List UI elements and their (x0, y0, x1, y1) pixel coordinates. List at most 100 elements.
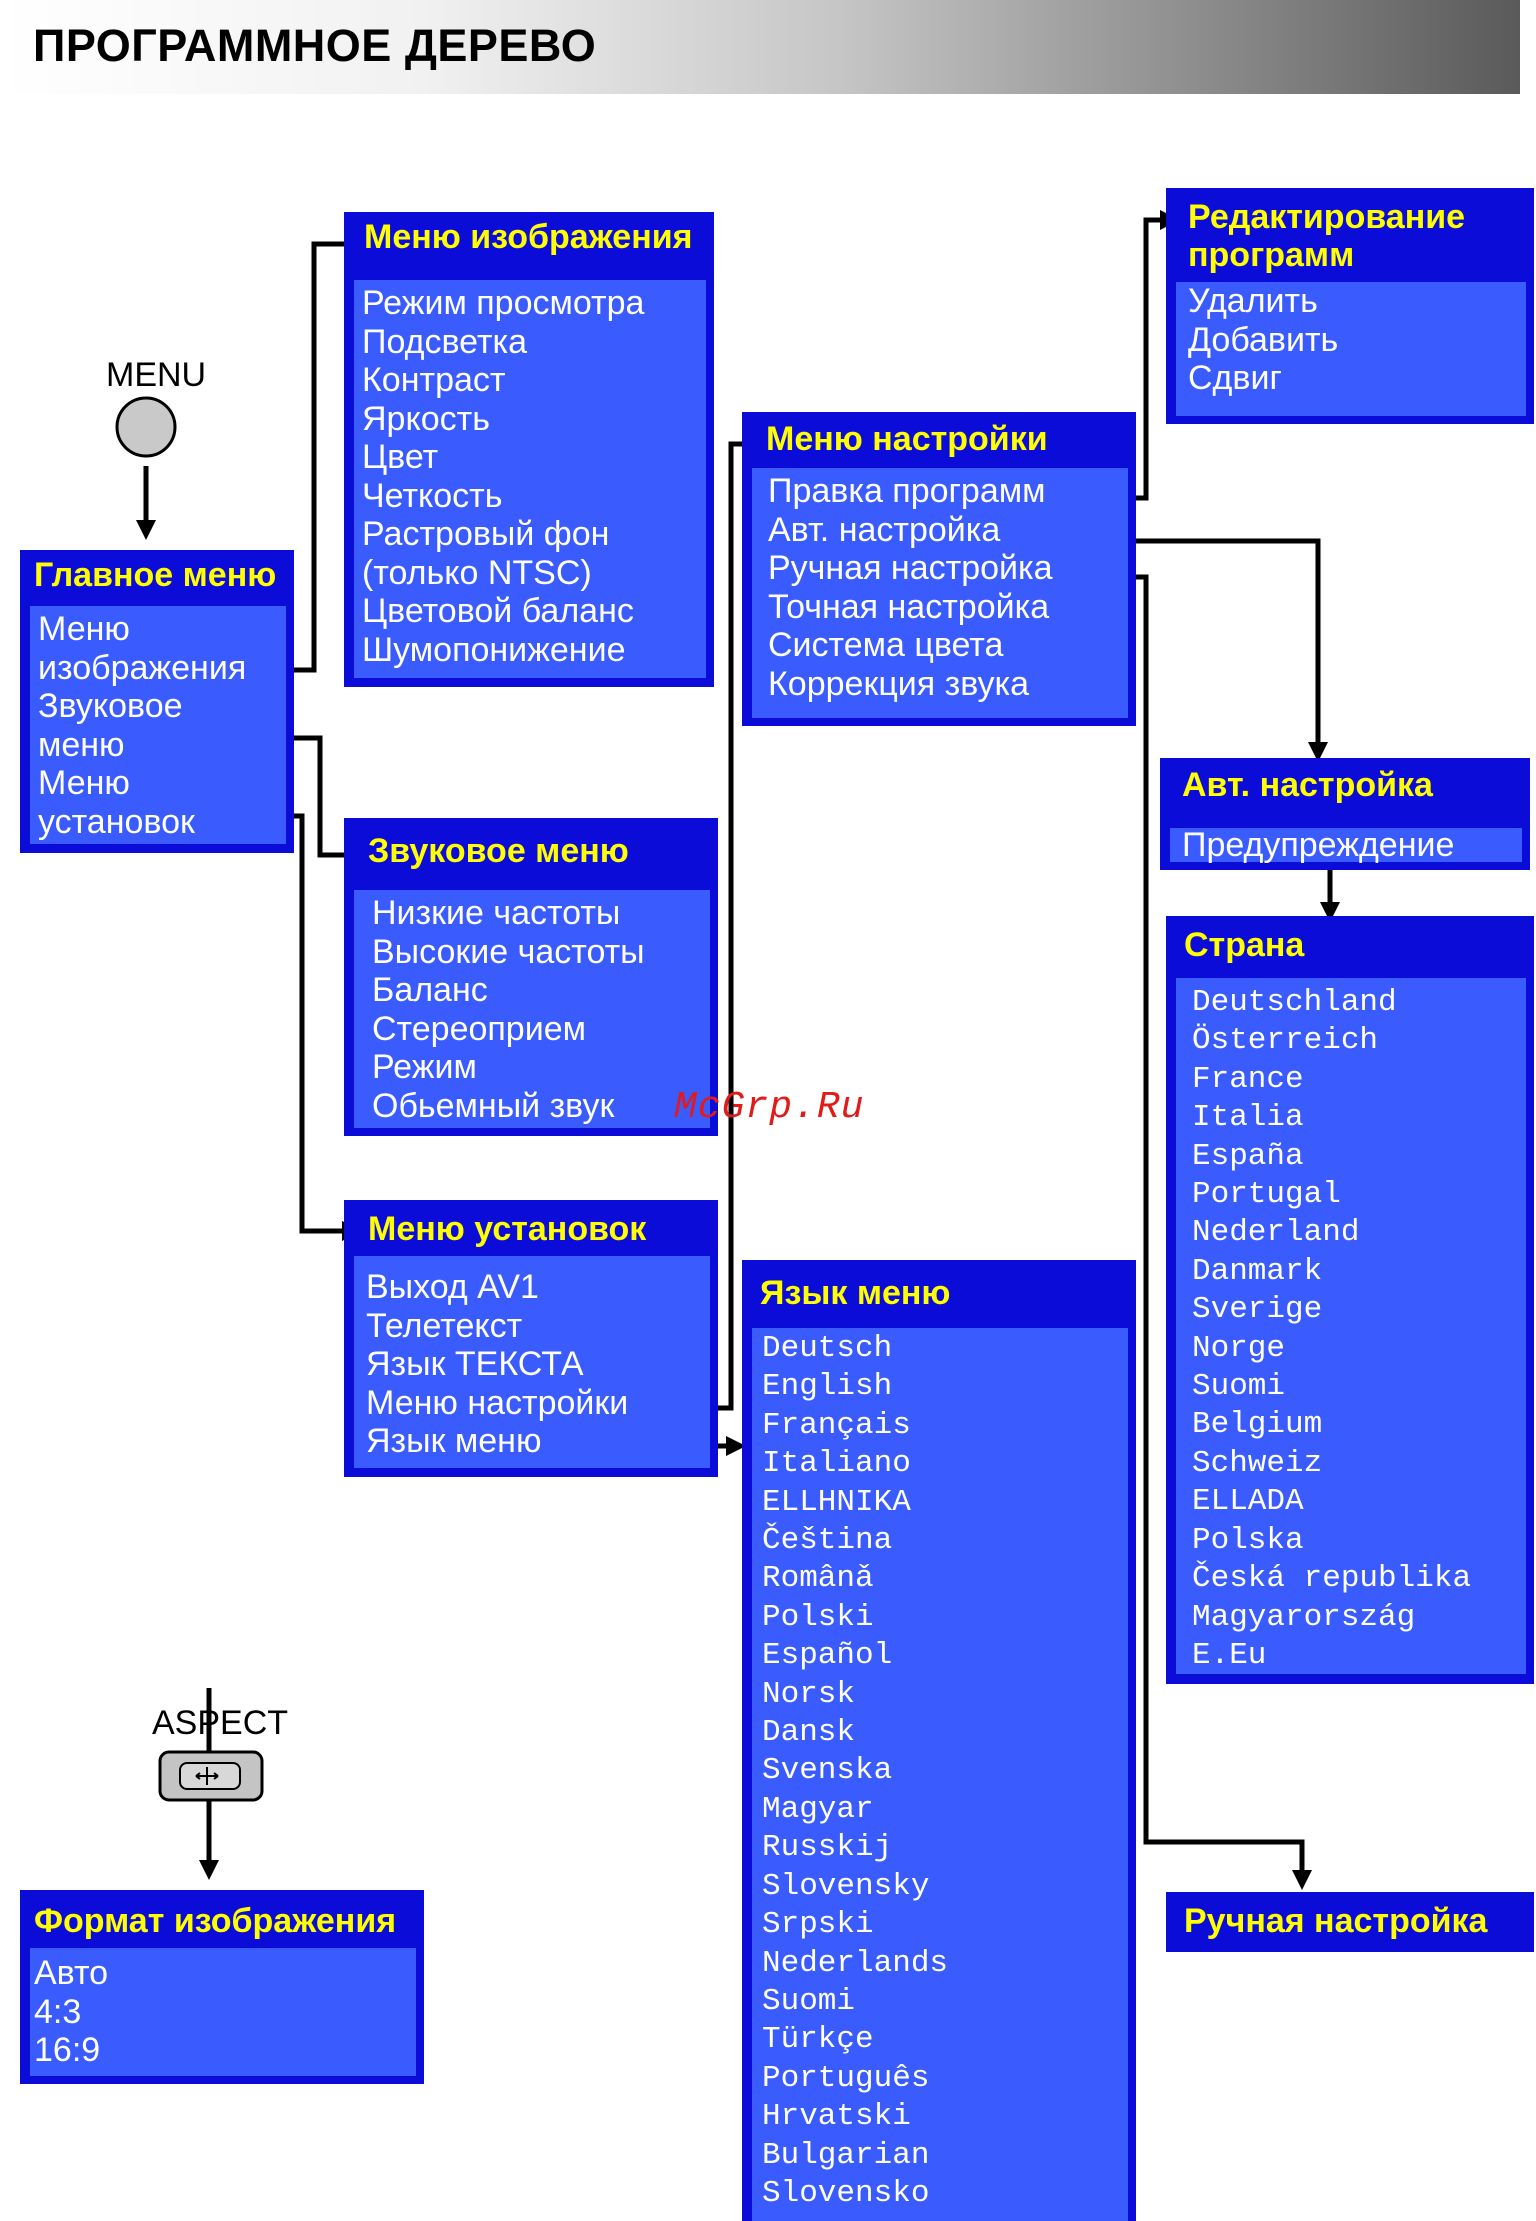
language-menu-list: Deutsch English Français Italiano ELLHNI… (752, 1328, 1128, 2221)
sound-menu-item[interactable]: Баланс (372, 971, 488, 1009)
auto-tuning-item[interactable]: Предупреждение (1182, 826, 1455, 864)
manual-tuning-title[interactable]: Ручная настройка (1184, 1902, 1488, 1940)
setup-menu-item[interactable]: Телетекст (366, 1306, 523, 1345)
aspect-format-box: Формат изображения Авто 4:3 16:9 (20, 1890, 424, 2084)
country-item[interactable]: Suomi (1192, 1369, 1286, 1405)
country-item[interactable]: Schweiz (1192, 1445, 1323, 1481)
picture-menu-item[interactable]: Режим просмотра (362, 284, 645, 322)
sound-menu-item[interactable]: Высокие частоты (372, 932, 645, 971)
language-item[interactable]: Deutsch (762, 1331, 893, 1366)
language-item[interactable]: Türkçe (762, 2022, 874, 2058)
language-item[interactable]: Magyar (762, 1791, 874, 1827)
language-item[interactable]: Suomi (762, 1983, 856, 2019)
country-item[interactable]: Belgium (1192, 1407, 1323, 1443)
country-item[interactable]: Norge (1192, 1330, 1286, 1366)
language-item[interactable]: Bulgarian (762, 2137, 930, 2173)
main-menu-item[interactable]: Меню (38, 610, 130, 648)
sound-menu-item[interactable]: Обьемный звук (372, 1086, 615, 1125)
setup-menu-item[interactable]: Язык ТЕКСТА (366, 1345, 584, 1383)
country-item[interactable]: Sverige (1192, 1292, 1323, 1328)
language-item[interactable]: Italiano (762, 1446, 911, 1482)
language-menu-title: Язык меню (760, 1274, 951, 1312)
tuning-menu-item[interactable]: Ручная настройка (768, 549, 1053, 587)
language-item[interactable]: Slovensko (762, 2175, 930, 2211)
language-item[interactable]: Hrvatski (762, 2099, 911, 2135)
language-item[interactable]: Dansk (762, 1715, 856, 1751)
main-menu-item[interactable]: Меню (38, 764, 130, 802)
picture-menu-item[interactable]: Шумопонижение (362, 630, 626, 669)
main-menu-item[interactable]: Звуковое (38, 687, 183, 725)
sound-menu-item[interactable]: Режим (372, 1048, 477, 1086)
tuning-menu-item[interactable]: Коррекция звука (768, 664, 1030, 703)
picture-menu-item[interactable]: (только NTSC) (362, 553, 592, 592)
picture-menu-list: Режим просмотра Подсветка Контраст Яркос… (354, 280, 706, 678)
picture-menu-item[interactable]: Растровый фон (362, 515, 610, 553)
picture-menu-item[interactable]: Четкость (362, 476, 503, 515)
tuning-menu-item[interactable]: Правка программ (768, 472, 1046, 510)
language-item[interactable]: Românǎ (762, 1561, 874, 1597)
country-item[interactable]: España (1192, 1138, 1304, 1174)
language-item[interactable]: Norsk (762, 1676, 856, 1712)
language-item[interactable]: Português (762, 2060, 930, 2096)
language-item[interactable]: Español (762, 1638, 893, 1674)
menu-button[interactable] (116, 398, 176, 458)
tuning-menu-item[interactable]: Точная настройка (768, 587, 1050, 626)
language-item[interactable]: Slovensky (762, 1868, 930, 1904)
language-item[interactable]: English (762, 1369, 893, 1405)
country-item[interactable]: Magyarország (1192, 1599, 1416, 1635)
picture-menu-item[interactable]: Цветовой баланс (362, 592, 634, 630)
language-item[interactable]: Polski (762, 1599, 874, 1635)
picture-menu-item[interactable]: Цвет (362, 438, 439, 476)
country-item[interactable]: Portugal (1192, 1177, 1341, 1213)
sound-menu-box: Звуковое меню Низкие частоты Высокие час… (344, 818, 718, 1136)
aspect-format-item[interactable]: 16:9 (34, 2031, 101, 2069)
main-menu-item[interactable]: изображения (38, 648, 247, 687)
menu-button-label: MENU (106, 356, 207, 394)
main-menu-item[interactable]: меню (38, 725, 125, 764)
watermark: McGrp.Ru (674, 1086, 865, 1129)
auto-tuning-title: Авт. настройка (1182, 766, 1433, 804)
country-item[interactable]: Nederland (1192, 1215, 1360, 1251)
edit-programs-item[interactable]: Удалить (1188, 282, 1318, 320)
language-item[interactable]: Russkij (762, 1830, 893, 1866)
page-header: ПРОГРАММНОЕ ДЕРЕВО (0, 0, 1520, 94)
country-item[interactable]: Österreich (1192, 1023, 1379, 1059)
edit-programs-list: Удалить Добавить Сдвиг (1176, 282, 1526, 416)
language-item[interactable]: Srpski (762, 1907, 874, 1943)
country-item[interactable]: Italia (1192, 1100, 1304, 1136)
country-item[interactable]: E.Eu (1192, 1637, 1267, 1673)
country-item[interactable]: Deutschland (1192, 985, 1397, 1020)
setup-menu-box: Меню установок Выход AV1 Телетекст Язык … (344, 1200, 718, 1477)
edit-programs-item[interactable]: Добавить (1188, 320, 1339, 359)
aspect-format-item[interactable]: 4:3 (34, 1992, 82, 2031)
language-item[interactable]: Nederlands (762, 1945, 949, 1981)
language-item[interactable]: Français (762, 1407, 911, 1443)
country-item[interactable]: Česká republika (1192, 1561, 1472, 1597)
country-item[interactable]: ELLADA (1192, 1484, 1304, 1520)
setup-menu-item[interactable]: Меню настройки (366, 1383, 629, 1422)
sound-menu-item[interactable]: Низкие частоты (372, 894, 621, 932)
country-item[interactable]: Polska (1192, 1522, 1304, 1558)
edit-programs-title: Редактирование программ (1188, 198, 1526, 274)
picture-menu-item[interactable]: Подсветка (362, 322, 528, 361)
language-item[interactable]: Svenska (762, 1753, 893, 1789)
aspect-button[interactable] (160, 1752, 262, 1800)
country-item[interactable]: Danmark (1192, 1253, 1323, 1289)
language-item[interactable]: Čeština (762, 1523, 893, 1559)
aspect-format-item[interactable]: Авто (34, 1954, 109, 1992)
picture-menu-item[interactable]: Яркость (362, 399, 490, 438)
edit-programs-item[interactable]: Сдвиг (1188, 359, 1282, 397)
sound-menu-list: Низкие частоты Высокие частоты Баланс Ст… (354, 890, 710, 1128)
language-item[interactable]: ELLHNIKA (762, 1484, 911, 1520)
tuning-menu-item[interactable]: Система цвета (768, 626, 1004, 664)
aspect-format-title: Формат изображения (34, 1902, 397, 1940)
sound-menu-item[interactable]: Стереоприем (372, 1009, 586, 1048)
country-item[interactable]: France (1192, 1061, 1304, 1097)
setup-menu-item[interactable]: Язык меню (366, 1422, 542, 1460)
tuning-menu-item[interactable]: Авт. настройка (768, 510, 1001, 549)
picture-menu-item[interactable]: Контраст (362, 361, 506, 399)
main-menu-item[interactable]: установок (38, 802, 195, 841)
setup-menu-list: Выход AV1 Телетекст Язык ТЕКСТА Меню нас… (354, 1256, 710, 1468)
setup-menu-item[interactable]: Выход AV1 (366, 1268, 539, 1306)
tuning-menu-box: Меню настройки Правка программ Авт. наст… (742, 412, 1136, 726)
